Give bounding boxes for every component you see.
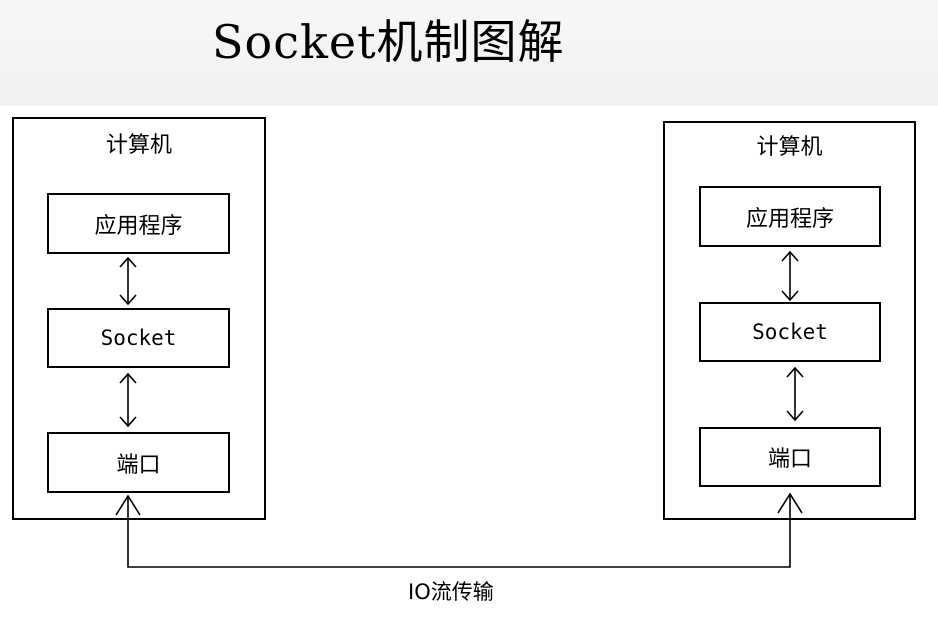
left-app-box: 应用程序 [47, 193, 230, 254]
page-title: Socket机制图解 [212, 15, 565, 69]
right-app-box: 应用程序 [699, 186, 881, 247]
io-stream-label: IO流传输 [408, 580, 494, 604]
right-computer-label: 计算机 [756, 135, 823, 160]
left-computer-label: 计算机 [105, 133, 172, 158]
title-band [0, 0, 938, 106]
left-port-box: 端口 [47, 432, 230, 493]
right-app-socket-arrow [781, 250, 799, 302]
right-socket-port-arrow [786, 366, 804, 422]
right-socket-box: Socket [699, 302, 881, 362]
io-stream-connector [115, 492, 803, 568]
left-app-socket-arrow [119, 256, 137, 306]
left-socket-box: Socket [47, 308, 230, 368]
right-port-box: 端口 [699, 427, 881, 487]
left-socket-port-arrow [119, 372, 137, 428]
